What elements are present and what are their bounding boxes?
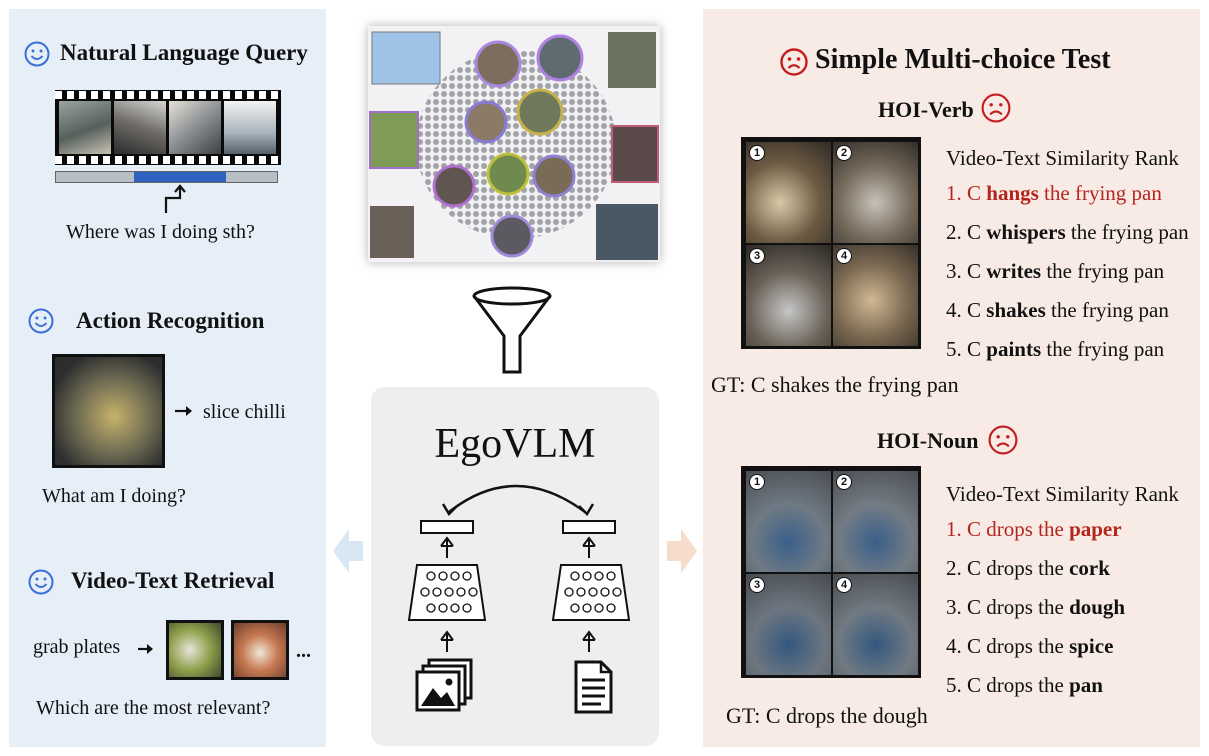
noun-rank-item: 4. C drops the spice — [946, 634, 1114, 658]
right-arrow-icon — [138, 644, 153, 654]
right-title: Simple Multi-choice Test — [815, 44, 1111, 75]
retrieval-question: Which are the most relevant? — [36, 697, 271, 719]
sad-face-icon — [780, 48, 808, 76]
video-cluster-map — [368, 26, 660, 262]
dual-encoder-diagram — [407, 484, 631, 714]
retrieval-title: Video-Text Retrieval — [71, 568, 275, 593]
noun-subtitle: HOI-Noun — [877, 428, 979, 453]
retrieval-result-2 — [231, 620, 289, 680]
frame-number-badge: 4 — [836, 577, 852, 593]
nlq-question: Where was I doing sth? — [66, 221, 255, 243]
sad-face-icon — [981, 93, 1011, 123]
frame-number-badge: 2 — [836, 145, 852, 161]
video-filmstrip — [55, 90, 281, 165]
more-ellipsis: ... — [296, 640, 311, 662]
smile-icon — [28, 569, 54, 595]
frame-number-badge: 3 — [749, 577, 765, 593]
noun-rank-item: 3. C drops the dough — [946, 595, 1126, 619]
frame-number-badge: 1 — [749, 145, 765, 161]
timeline-bar — [55, 171, 278, 183]
noun-rank-item: 2. C drops the cork — [946, 556, 1110, 580]
verb-rank-item: 4. C shakes the frying pan — [946, 298, 1169, 322]
sad-face-icon — [988, 425, 1018, 455]
action-label: slice chilli — [203, 401, 286, 423]
frame-number-badge: 4 — [836, 248, 852, 264]
retrieval-result-1 — [166, 620, 224, 680]
model-name: EgoVLM — [434, 421, 596, 467]
noun-rank-title: Video-Text Similarity Rank — [946, 482, 1179, 506]
left-flow-arrow — [333, 529, 363, 573]
noun-frame-grid: 1 2 3 4 — [741, 466, 921, 678]
frame-number-badge: 1 — [749, 474, 765, 490]
smile-icon — [24, 41, 50, 67]
smile-icon — [28, 308, 54, 334]
verb-ground-truth: GT: C shakes the frying pan — [711, 372, 959, 397]
action-video-frame — [52, 354, 165, 468]
verb-rank-item: 2. C whispers the frying pan — [946, 220, 1189, 244]
noun-rank-item: 5. C drops the pan — [946, 673, 1103, 697]
frame-number-badge: 3 — [749, 248, 765, 264]
action-question: What am I doing? — [42, 485, 186, 507]
verb-rank-item: 1. C hangs the frying pan — [946, 181, 1162, 205]
verb-rank-item: 3. C writes the frying pan — [946, 259, 1165, 283]
action-title: Action Recognition — [76, 308, 265, 333]
retrieval-query: grab plates — [33, 636, 121, 658]
verb-rank-item: 5. C paints the frying pan — [946, 337, 1165, 361]
noun-ground-truth: GT: C drops the dough — [726, 703, 928, 728]
verb-subtitle: HOI-Verb — [878, 97, 974, 122]
pointer-arrow-icon — [164, 184, 186, 213]
frame-number-badge: 2 — [836, 474, 852, 490]
nlq-title: Natural Language Query — [60, 40, 308, 65]
verb-rank-title: Video-Text Similarity Rank — [946, 146, 1179, 170]
timeline-highlight — [134, 172, 226, 182]
verb-frame-grid: 1 2 3 4 — [741, 137, 921, 349]
noun-rank-item: 1. C drops the paper — [946, 517, 1122, 541]
right-arrow-icon — [175, 406, 192, 416]
right-flow-arrow — [667, 529, 697, 573]
filter-funnel-icon — [472, 286, 552, 374]
